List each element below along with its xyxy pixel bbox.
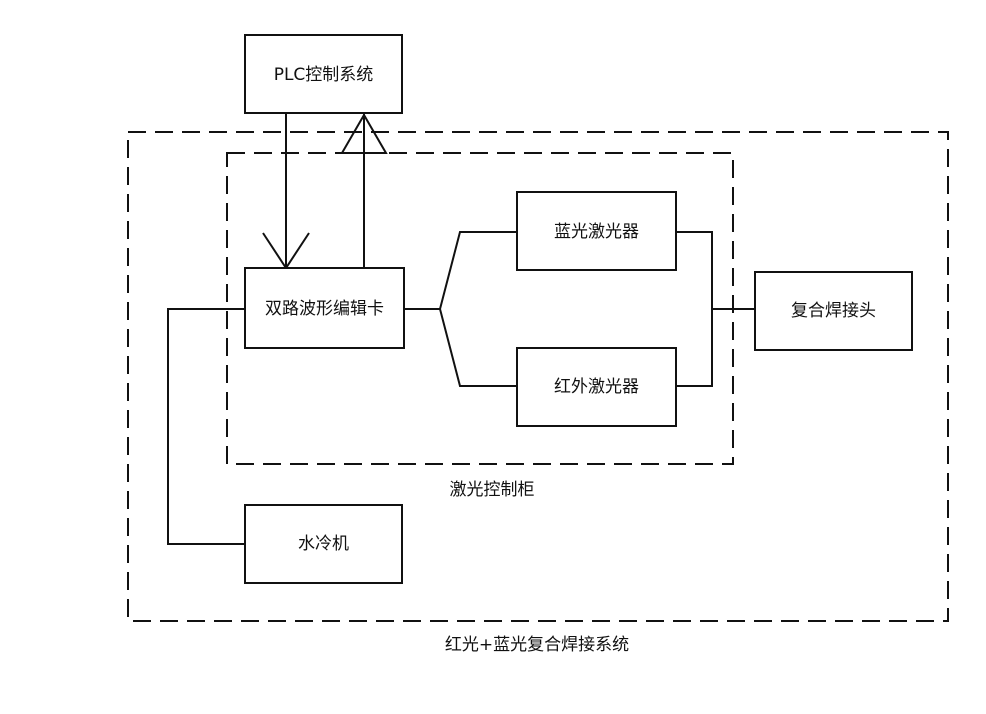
- weld-head-node: 复合焊接头: [754, 271, 913, 351]
- blue-laser-label: 蓝光激光器: [554, 222, 639, 242]
- plc-control-system-node: PLC控制系统: [244, 34, 403, 114]
- blue-laser-node: 蓝光激光器: [516, 191, 677, 271]
- card-to-lasers-connector: [404, 231, 517, 387]
- water-chiller-node: 水冷机: [244, 504, 403, 584]
- weld-head-label: 复合焊接头: [791, 301, 876, 321]
- water-chiller-label: 水冷机: [298, 534, 349, 554]
- waveform-card-label: 双路波形编辑卡: [265, 299, 384, 319]
- plc-control-system-label: PLC控制系统: [274, 65, 374, 85]
- lasers-to-weld-head-connector: [676, 231, 755, 387]
- welding-system-caption: 红光+蓝光复合焊接系统: [445, 635, 629, 655]
- waveform-card-node: 双路波形编辑卡: [244, 267, 405, 349]
- plc-to-card-arrow: [262, 113, 310, 270]
- laser-cabinet-caption: 激光控制柜: [450, 480, 535, 500]
- welding-system-boundary: [127, 131, 949, 622]
- infrared-laser-label: 红外激光器: [554, 377, 639, 397]
- card-to-plc-arrow: [340, 113, 388, 268]
- chiller-to-card-connector: [167, 308, 245, 545]
- infrared-laser-node: 红外激光器: [516, 347, 677, 427]
